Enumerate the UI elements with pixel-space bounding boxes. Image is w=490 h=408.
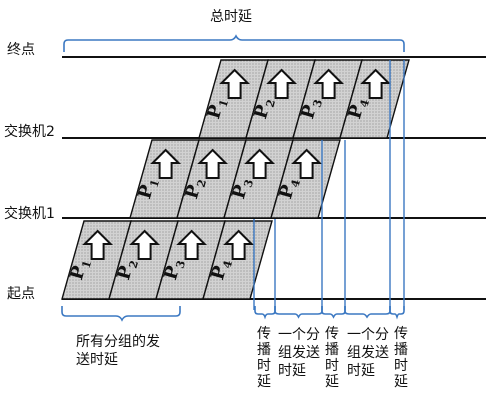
prop-delay-1-char: 延: [257, 374, 271, 390]
packet-label: P3: [228, 175, 256, 202]
up-arrow-icon: [244, 148, 276, 179]
prop-delay-3-char: 延: [394, 374, 408, 390]
packet-label: P4: [207, 256, 235, 283]
packet-switch1-1: P1: [129, 139, 200, 219]
one-packet-tx-1-line: 时延: [278, 363, 306, 379]
one-packet-tx-1-line: 一个分: [278, 327, 320, 343]
packet-switch1-3: P3: [223, 139, 294, 219]
one-packet-tx-2-label: 一个分 组发送 时延: [347, 326, 389, 380]
packet-label: P1: [203, 95, 231, 122]
prop-delay-2-char: 时: [325, 358, 339, 374]
bracket-onepkt-1: [274, 306, 323, 319]
packet-start-4: P4: [202, 220, 273, 300]
packet-switch2-1: P1: [198, 59, 269, 139]
packet-start-3: P3: [155, 220, 226, 300]
up-arrow-icon: [219, 68, 251, 99]
prop-delay-1-char: 播: [257, 342, 271, 358]
one-packet-tx-2-line: 时延: [347, 363, 375, 379]
prop-delay-3-char: 播: [394, 342, 408, 358]
switch1-label: 交换机1: [4, 206, 55, 222]
packet-label: P2: [181, 175, 209, 202]
bracket-onepkt-2: [344, 306, 391, 319]
prop-delay-3-label: 传 播 时 延: [394, 326, 408, 390]
up-arrow-icon: [266, 68, 298, 99]
up-arrow-icon: [82, 229, 114, 260]
packet-switch1-4: P4: [270, 139, 341, 219]
bracket-prop-3: [389, 306, 405, 320]
prop-delay-2-char: 传: [325, 326, 339, 342]
packet-label: P2: [250, 95, 278, 122]
up-arrow-icon: [313, 68, 345, 99]
packet-switch1-2: P2: [176, 139, 247, 219]
packet-switch2-4: P4: [339, 59, 410, 139]
up-arrow-icon: [223, 229, 255, 260]
packet-switch2-3: P3: [292, 59, 363, 139]
prop-delay-2-char: 延: [325, 374, 339, 390]
all-tx-label-line2: 送时延: [76, 352, 118, 368]
up-arrow-icon: [176, 229, 208, 260]
bracket-prop-1: [254, 306, 276, 320]
prop-delay-1-char: 时: [257, 358, 271, 374]
prop-delay-2-label: 传 播 时 延: [325, 326, 339, 390]
prop-delay-3-char: 时: [394, 358, 408, 374]
prop-delay-1-label: 传 播 时 延: [257, 326, 271, 390]
up-arrow-icon: [129, 229, 161, 260]
one-packet-tx-1-line: 组发送: [278, 345, 320, 361]
prop-delay-1-char: 传: [257, 326, 271, 342]
prop-delay-3-char: 传: [394, 326, 408, 342]
end-point-label: 终点: [7, 42, 35, 58]
packet-label: P2: [113, 256, 141, 283]
total-delay-label: 总时延: [210, 9, 252, 25]
packet-label: P1: [66, 256, 94, 283]
up-arrow-icon: [197, 148, 229, 179]
up-arrow-icon: [360, 68, 392, 99]
packet-label: P3: [160, 256, 188, 283]
packet-label: P4: [275, 175, 303, 202]
bracket-prop-2: [321, 306, 346, 319]
switch2-label: 交换机2: [4, 124, 55, 140]
packet-start-2: P2: [108, 220, 179, 300]
total-delay-bracket: [63, 34, 405, 52]
one-packet-tx-2-line: 组发送: [347, 345, 389, 361]
packet-label: P1: [134, 175, 162, 202]
one-packet-tx-1-label: 一个分 组发送 时延: [278, 326, 320, 380]
prop-delay-2-char: 播: [325, 342, 339, 358]
all-tx-label-line1: 所有分组的发: [76, 334, 160, 350]
start-point-label: 起点: [7, 286, 35, 302]
one-packet-tx-2-line: 一个分: [347, 327, 389, 343]
packet-switch2-2: P2: [245, 59, 316, 139]
up-arrow-icon: [150, 148, 182, 179]
packet-label: P4: [344, 95, 372, 122]
up-arrow-icon: [291, 148, 323, 179]
bracket-all-tx: [61, 306, 181, 322]
packet-label: P3: [297, 95, 325, 122]
